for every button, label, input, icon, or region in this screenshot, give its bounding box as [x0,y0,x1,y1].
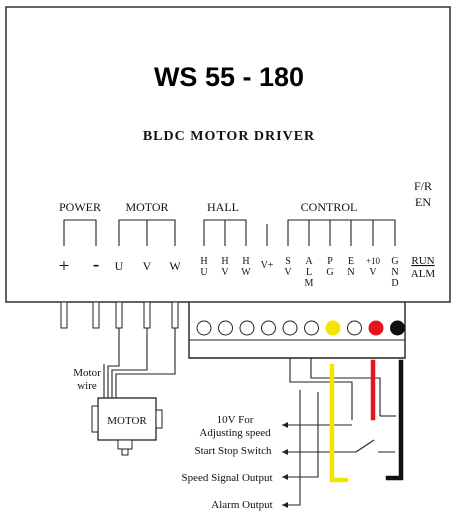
terminal-sv-v: V [284,267,292,278]
colored-wires [329,359,404,483]
group-label-hall: HALL [207,200,239,214]
terminal-plus: + [59,256,70,277]
terminal-dot [304,320,319,336]
motor-wire-label-line1: Motor [73,367,101,379]
adjust-label-line1: 10V For [217,414,254,426]
start-stop-label: Start Stop Switch [194,445,272,457]
driver-subtitle: BLDC MOTOR DRIVER [143,129,315,144]
terminal-hv-h: H [221,256,228,267]
terminal-dot [261,320,276,336]
terminal-hu-u: U [200,267,208,278]
label-en: EN [415,195,431,209]
terminal-vplus: V+ [261,260,274,271]
black-wire [385,359,404,481]
terminal-alm-l: L [306,267,312,278]
terminal-dot [347,320,362,336]
terminal-hv-v: V [221,267,229,278]
terminal-dot [282,320,298,336]
terminal-gnd-g: G [391,256,398,267]
terminal-v: V [143,259,152,273]
terminal-gnd-n: N [391,267,398,278]
group-label-power: POWER [59,200,101,214]
terminal-en-e: E [348,256,354,267]
terminal-dot [390,320,405,336]
connector-block [188,302,406,359]
label-alm: ALM [411,268,436,280]
terminal-pins [60,301,179,329]
motor-wires [103,328,176,400]
label-fr: F/R [414,179,432,193]
adjust-label-line2: Adjusting speed [199,427,271,439]
terminal-alm-m: M [305,278,314,289]
speed-output-label: Speed Signal Output [181,472,272,484]
group-label-control: CONTROL [301,200,358,214]
motor: MOTOR [91,397,163,456]
terminal-sv-s: S [285,256,291,267]
arrowheads [282,422,288,508]
terminal-hu-h: H [200,256,207,267]
motor-wire-label-line2: wire [77,380,97,392]
terminal-minus: - [93,254,99,275]
terminal-dot [368,320,384,336]
terminal-alm-a: A [305,256,313,267]
terminal-gnd-d: D [391,278,398,289]
group-brackets [63,219,396,246]
motor-label: MOTOR [107,415,147,427]
yellow-wire [329,363,349,483]
group-label-motor: MOTOR [125,200,168,214]
terminal-hw-w: W [241,267,251,278]
driver-body [5,6,451,303]
terminal-10v-plus: +10 [366,256,381,266]
terminal-pg-g: G [326,267,333,278]
terminal-hw-h: H [242,256,249,267]
label-run: RUN [411,255,434,267]
control-wiring [282,358,396,506]
terminal-10v-v: V [369,267,377,278]
terminal-dot [218,320,233,336]
terminal-w: W [169,259,181,273]
terminal-dot [239,320,255,336]
terminal-pg-p: P [327,256,333,267]
terminal-dot [196,320,212,336]
terminal-dots [196,320,405,336]
model-title: WS 55 - 180 [154,62,304,92]
terminal-labels: + - U V W H U H V H W V+ S V A L M P G E… [59,254,399,289]
terminal-dot [325,320,341,336]
terminal-u: U [115,259,124,273]
alarm-output-label: Alarm Output [211,499,272,511]
terminal-en-n: N [347,267,354,278]
